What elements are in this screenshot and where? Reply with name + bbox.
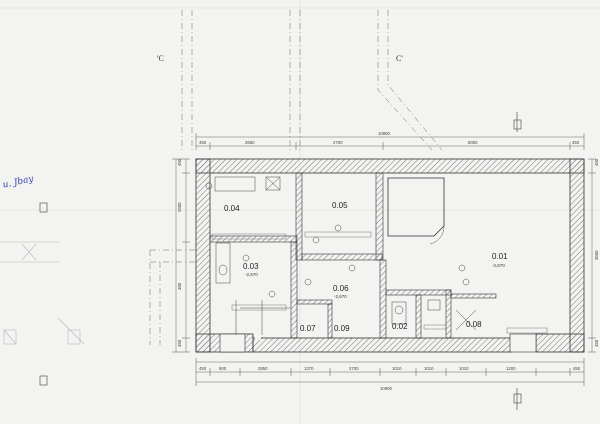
- dim-bottom: 450: [573, 366, 581, 371]
- axis-label-right: C': [396, 54, 403, 63]
- room-label: 0.02: [392, 322, 408, 331]
- axis-label-left: 'C: [157, 54, 164, 63]
- room-label: 0.08: [466, 320, 482, 329]
- dim-top-total: 10900: [378, 131, 391, 136]
- dim-bottom: 900: [219, 366, 227, 371]
- dim-right: 450: [594, 339, 599, 347]
- dim-bottom: 1370: [304, 366, 314, 371]
- dimension-lines: [172, 133, 596, 386]
- dim-top: 2700: [333, 140, 343, 145]
- dimension-texts: 10900 450 2650 2700 5050 450 450 900 285…: [177, 131, 599, 391]
- faded-neighbour-drawing: [0, 241, 85, 345]
- door-swing-icon: [429, 225, 445, 245]
- dim-left: 480: [177, 282, 182, 290]
- outer-walls: [195, 158, 585, 353]
- dim-top: 2650: [245, 140, 255, 145]
- dim-right: 450: [594, 158, 599, 166]
- dim-left: 2600: [177, 202, 182, 212]
- dim-left: 450: [177, 158, 182, 166]
- dim-bottom: 2850: [258, 366, 268, 371]
- dim-left: 450: [177, 339, 182, 347]
- room-label: 0.06: [333, 284, 349, 293]
- dim-bottom: 1200: [506, 366, 516, 371]
- room-0.01-space: [387, 177, 445, 237]
- dim-bottom-total: 10900: [380, 386, 393, 391]
- dim-top: 450: [199, 140, 207, 145]
- room-label: 0.03: [243, 262, 259, 271]
- room-elev: -2,670: [492, 263, 505, 268]
- dim-bottom: 1010: [392, 366, 402, 371]
- section-markers: [39, 112, 522, 410]
- interior-walls: [209, 172, 497, 339]
- room-label: 0.01: [492, 252, 508, 261]
- dim-right: 3650: [594, 250, 599, 260]
- room-label: 0.07: [300, 324, 316, 333]
- room-label: 0.04: [224, 204, 240, 213]
- axis-guides: [149, 10, 443, 345]
- room-label: 0.09: [334, 324, 350, 333]
- fixtures: [205, 176, 477, 335]
- dim-bottom: 1010: [424, 366, 434, 371]
- dim-bottom: 1010: [459, 366, 469, 371]
- openings: [219, 333, 537, 353]
- handwritten-note: u. Jbay: [2, 174, 36, 190]
- room-elev: -2,670: [245, 272, 258, 277]
- dim-top: 450: [572, 140, 580, 145]
- room-elev: -2,670: [334, 294, 347, 299]
- dim-bottom: 450: [199, 366, 207, 371]
- level-tags: [211, 231, 548, 334]
- room-label: 0.05: [332, 201, 348, 210]
- dim-bottom: 2700: [349, 366, 359, 371]
- room-labels: 0.04 0.05 0.01 -2,670 0.03 -2,670 0.06 -…: [224, 201, 508, 333]
- dim-top: 5050: [468, 140, 478, 145]
